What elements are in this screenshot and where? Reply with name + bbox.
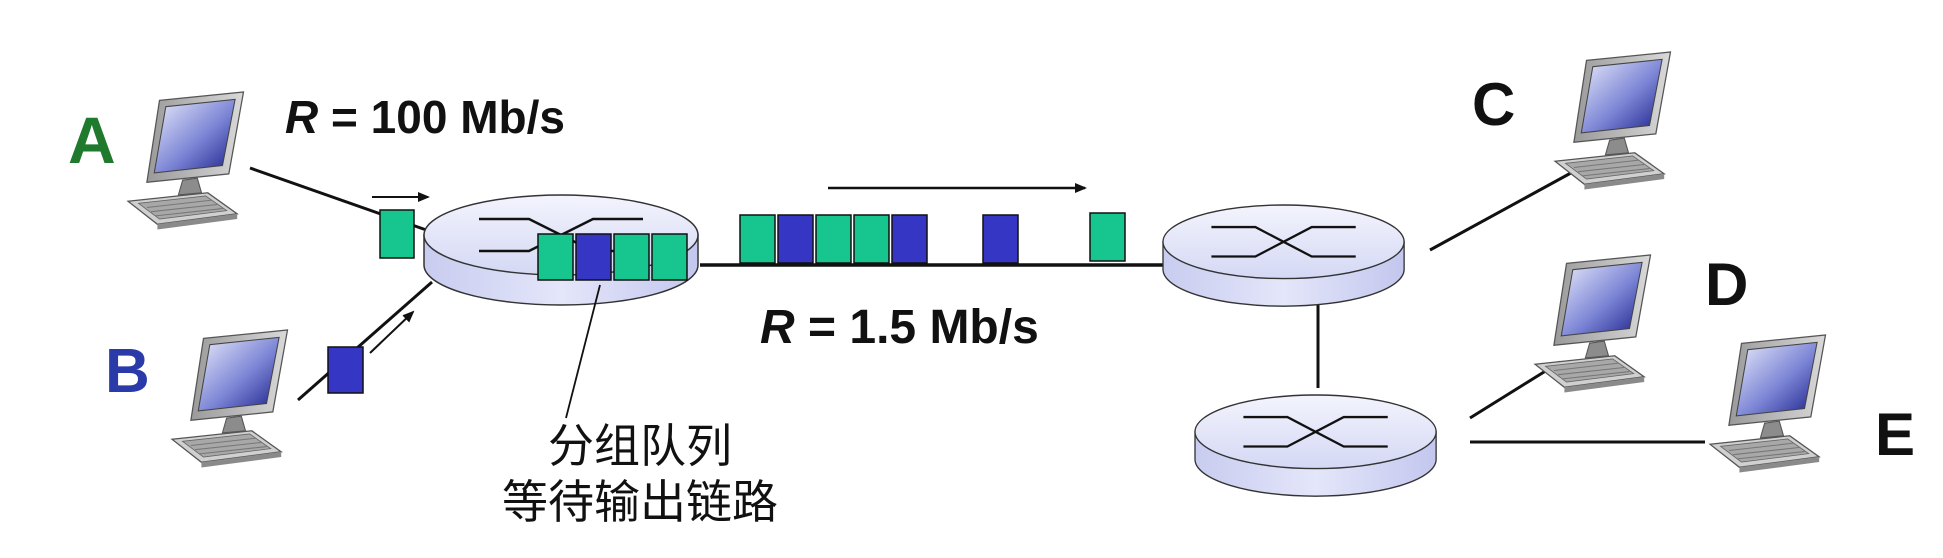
queue-caption-pointer	[565, 284, 601, 419]
packet-from-a	[379, 209, 415, 259]
host-label-a: A	[68, 103, 116, 177]
packet-from-b	[327, 346, 364, 394]
host-a-computer	[127, 91, 245, 231]
transit-packet-6	[982, 214, 1019, 264]
bottleneck-rate-var: R	[760, 301, 795, 354]
access-rate-var: R	[285, 91, 318, 143]
transit-packet-2	[777, 214, 814, 264]
link-b-router1	[297, 280, 433, 402]
access-rate-label: R = 100 Mb/s	[285, 91, 565, 143]
host-label-e: E	[1875, 401, 1915, 468]
host-d-computer	[1534, 254, 1652, 394]
host-e-computer	[1709, 334, 1827, 474]
queued-packet-4	[651, 233, 688, 281]
host-label-c: C	[1472, 71, 1515, 138]
arrow-from-b	[369, 310, 415, 354]
link-router2-c	[1429, 166, 1581, 252]
links	[249, 166, 1705, 444]
host-label-b: B	[105, 337, 150, 406]
queued-packet-2	[575, 233, 612, 281]
bottleneck-rate-value: = 1.5 Mb/s	[795, 301, 1039, 354]
queue-caption-line1: 分组队列	[548, 419, 732, 473]
queued-packet-3	[613, 233, 650, 281]
host-c-computer	[1554, 51, 1672, 191]
router-3	[1193, 393, 1438, 498]
transit-packet-7	[1089, 212, 1126, 262]
host-label-d: D	[1705, 251, 1748, 318]
transit-packet-3	[815, 214, 852, 264]
transit-packet-4	[853, 214, 890, 264]
router-2	[1161, 203, 1406, 308]
bottleneck-rate-label: R = 1.5 Mb/s	[760, 301, 1039, 354]
host-b-computer	[171, 329, 289, 469]
access-rate-value: = 100 Mb/s	[318, 91, 565, 143]
queued-packet-1	[537, 233, 574, 281]
transit-packet-5	[891, 214, 928, 264]
router-queue	[537, 233, 688, 281]
packets-in-transit	[739, 212, 1126, 264]
transit-packet-1	[739, 214, 776, 264]
queue-caption-line2: 等待输出链路	[502, 475, 778, 529]
